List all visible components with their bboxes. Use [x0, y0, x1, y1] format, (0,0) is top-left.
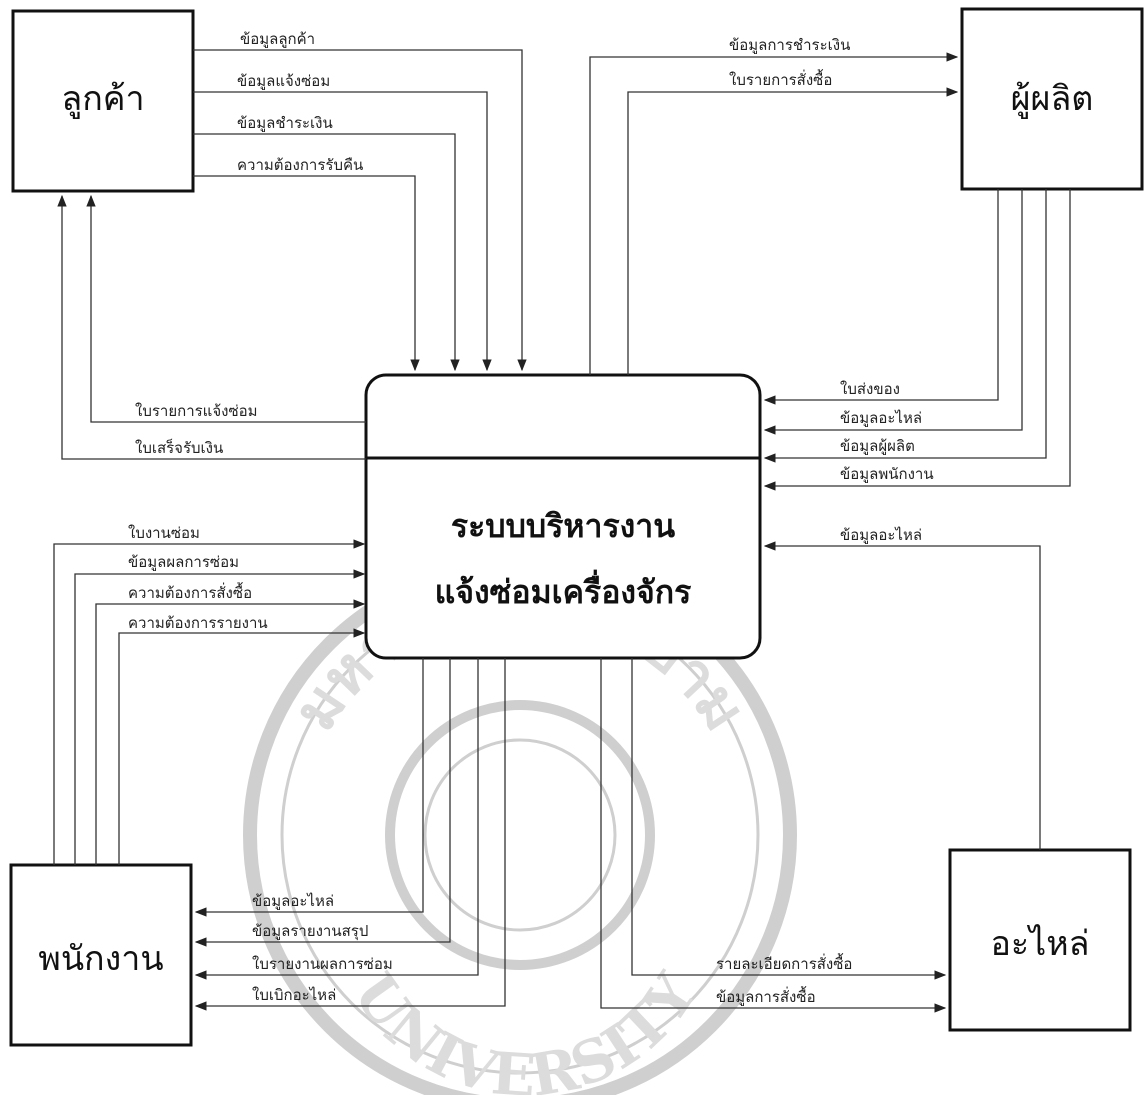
- flow-payment-to-maker-label: ข้อมูลการชำระเงิน: [729, 36, 850, 54]
- flow-work-order-label: ใบงานซ่อม: [128, 524, 200, 542]
- flow-order-info-line: [600, 658, 947, 1013]
- flow-emp-parts-label: ข้อมูลอะไหล่: [252, 892, 334, 910]
- entity-parts-box: [948, 848, 1132, 1032]
- flow-work-order-line: [53, 539, 366, 865]
- entity-employee-label: พนักงาน: [38, 939, 163, 979]
- process-box: [364, 373, 762, 660]
- flow-order-detail-label: รายละเอียดการสั่งซื้อ: [716, 953, 852, 973]
- flow-repair-request-line: [193, 91, 492, 372]
- process-title-line2: แจ้งซ่อมเครื่องจักร: [435, 569, 692, 611]
- flow-customer-info-label: ข้อมูลลูกค้า: [240, 30, 315, 48]
- flow-order-detail-line: [631, 658, 947, 980]
- flow-delivery-note-line: [763, 189, 999, 405]
- flow-summary-report-line: [194, 658, 451, 947]
- flow-parts-info-label: ข้อมูลอะไหล่: [840, 409, 922, 427]
- flow-repair-report-label: ใบรายงานผลการซ่อม: [252, 955, 393, 973]
- entity-manufacturer-label: ผู้ผลิต: [1011, 79, 1094, 119]
- flow-report-need-line: [118, 628, 366, 865]
- flow-repair-list-label: ใบรายการแจ้งซ่อม: [135, 402, 258, 420]
- flow-repair-report-line: [194, 658, 479, 980]
- flow-repair-result-label: ข้อมูลผลการซ่อม: [128, 553, 239, 571]
- flow-receipt-line: [57, 194, 366, 460]
- flow-maker-info-label: ข้อมูลผู้ผลิต: [840, 437, 915, 455]
- flow-purchase-order-line: [627, 87, 959, 375]
- flow-return-request-label: ความต้องการรับคืน: [237, 156, 363, 174]
- flow-staff-info-line: [763, 189, 1071, 491]
- flow-payment-to-maker-line: [589, 52, 959, 375]
- entity-customer-box: [11, 9, 195, 193]
- flow-purchase-order-label: ใบรายการสั่งซื้อ: [729, 69, 832, 89]
- entity-customer-label: ลูกค้า: [61, 79, 144, 119]
- process-title-line1: ระบบบริหารงาน: [451, 507, 675, 545]
- flow-receipt-label: ใบเสร็จรับเงิน: [135, 438, 223, 457]
- flow-repair-result-line: [74, 569, 366, 865]
- flow-parts-requisition-label: ใบเบิกอะไหล่: [252, 986, 336, 1004]
- flow-delivery-note-label: ใบส่งของ: [840, 380, 900, 398]
- flow-repair-request-label: ข้อมูลแจ้งซ่อม: [237, 72, 330, 90]
- flow-staff-info-label: ข้อมูลพนักงาน: [840, 465, 934, 483]
- flow-purchase-need-line: [95, 599, 366, 865]
- flow-order-info-label: ข้อมูลการสั่งซื้อ: [716, 986, 816, 1006]
- flow-payment-info-label: ข้อมูลชำระเงิน: [237, 114, 333, 132]
- flow-parts-info-line: [763, 189, 1023, 435]
- entity-manufacturer-box: [960, 7, 1144, 191]
- flow-payment-info-line: [193, 133, 460, 372]
- flow-repair-list-line: [86, 194, 366, 423]
- flow-emp-parts-line: [194, 658, 424, 917]
- entity-parts-label: อะไหล่: [990, 924, 1089, 964]
- flow-purchase-need-label: ความต้องการสั่งซื้อ: [128, 582, 252, 602]
- flow-customer-info-line: [193, 49, 527, 372]
- flow-maker-info-line: [763, 189, 1047, 463]
- flow-summary-report-label: ข้อมูลรายงานสรุป: [252, 922, 368, 941]
- flow-return-request-line: [193, 175, 420, 372]
- flow-parts-requisition-line: [194, 658, 506, 1011]
- flow-parts-data-label: ข้อมูลอะไหล่: [840, 526, 922, 544]
- flow-report-need-label: ความต้องการรายงาน: [128, 614, 268, 632]
- flow-parts-data-line: [763, 541, 1041, 850]
- entity-employee-box: [9, 863, 193, 1047]
